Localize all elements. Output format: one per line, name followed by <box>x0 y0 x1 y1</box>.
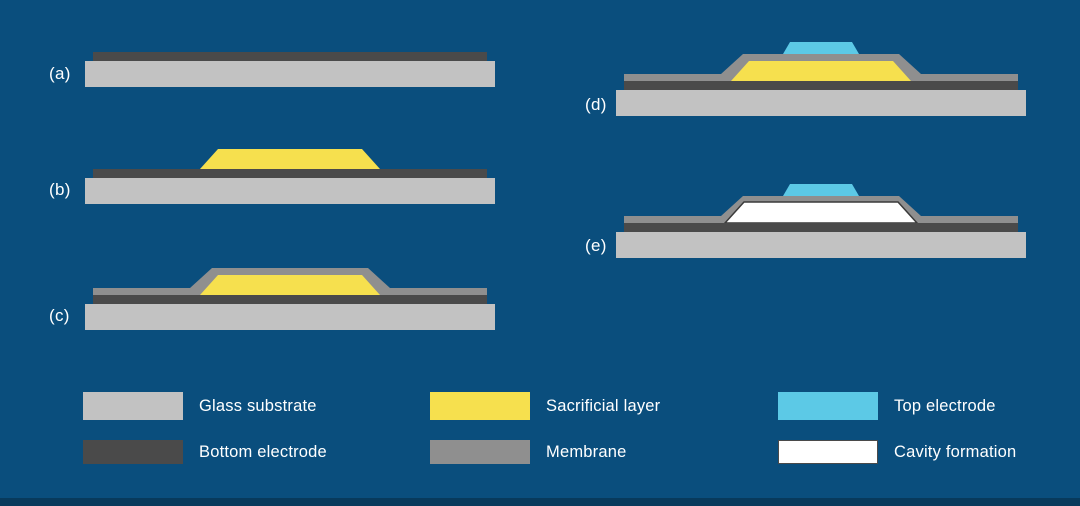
glass-substrate-swatch <box>83 392 183 420</box>
step-label-a: (a) <box>49 64 71 83</box>
step-label-d: (d) <box>585 95 607 114</box>
glass-substrate-layer <box>85 178 495 204</box>
bottom-electrode-swatch <box>83 440 183 464</box>
cavity-region <box>723 201 919 224</box>
legend-label-top-electrode: Top electrode <box>894 396 996 415</box>
sacrificial-layer <box>731 61 911 81</box>
cavity-formation-swatch <box>778 440 878 464</box>
step-c-cross-section <box>85 268 495 330</box>
sacrificial-layer <box>200 275 380 295</box>
legend-label-sacrificial-layer: Sacrificial layer <box>546 396 661 415</box>
bottom-electrode-layer <box>93 52 487 61</box>
bottom-electrode-layer <box>93 295 487 304</box>
bottom-electrode-layer <box>624 223 1018 232</box>
legend-item-cavity-formation: Cavity formation <box>778 440 1016 464</box>
sacrificial-layer-swatch <box>430 392 530 420</box>
legend-item-membrane: Membrane <box>430 440 626 464</box>
glass-substrate-layer <box>616 90 1026 116</box>
legend-label-glass-substrate: Glass substrate <box>199 396 317 415</box>
step-label-e: (e) <box>585 236 607 255</box>
bottom-electrode-layer <box>624 81 1018 90</box>
membrane-swatch <box>430 440 530 464</box>
legend-label-bottom-electrode: Bottom electrode <box>199 442 327 461</box>
top-electrode-swatch <box>778 392 878 420</box>
bottom-electrode-layer <box>93 169 487 178</box>
legend-label-cavity-formation: Cavity formation <box>894 442 1017 461</box>
step-b-cross-section <box>85 149 495 204</box>
legend-item-top-electrode: Top electrode <box>778 392 996 420</box>
legend-label-membrane: Membrane <box>546 442 627 461</box>
step-e-cross-section <box>616 184 1026 258</box>
step-label-b: (b) <box>49 180 71 199</box>
step-d-cross-section <box>616 42 1026 116</box>
step-a-cross-section <box>85 52 495 87</box>
legend-item-glass-substrate: Glass substrate <box>83 392 317 420</box>
legend-item-sacrificial-layer: Sacrificial layer <box>430 392 660 420</box>
bottom-accent-strip <box>0 498 1080 506</box>
legend-item-bottom-electrode: Bottom electrode <box>83 440 327 464</box>
glass-substrate-layer <box>85 61 495 87</box>
top-electrode-layer <box>783 42 859 54</box>
step-label-c: (c) <box>49 306 70 325</box>
glass-substrate-layer <box>616 232 1026 258</box>
glass-substrate-layer <box>85 304 495 330</box>
top-electrode-layer <box>783 184 859 196</box>
sacrificial-layer <box>200 149 380 169</box>
